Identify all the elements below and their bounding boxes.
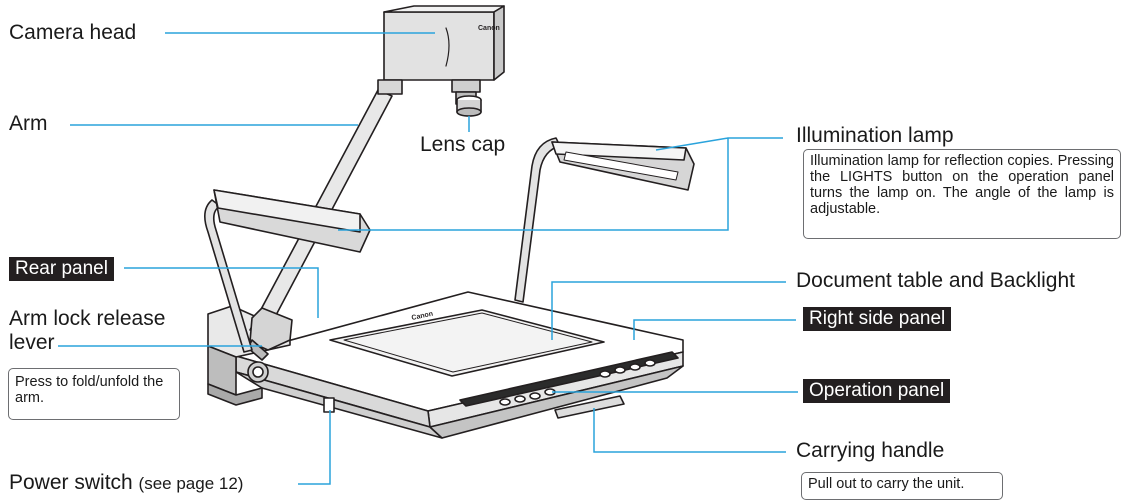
operation-panel-strip	[459, 351, 679, 407]
label-power-switch: Power switch (see page 12)	[9, 471, 243, 496]
label-arm-lock-release-lever: Arm lock release lever	[9, 307, 165, 355]
leader-document-table	[551, 281, 786, 340]
label-right-side-panel: Right side panel	[803, 307, 952, 331]
right-lamp-arm	[514, 137, 561, 303]
left-lamp-head	[213, 189, 371, 253]
note-carrying-handle: Pull out to carry the unit.	[801, 472, 1003, 500]
leader-rear-panel	[124, 267, 319, 318]
leader-illumination-lamp	[338, 137, 783, 231]
visualizer-device	[204, 5, 695, 439]
label-lens-cap: Lens cap	[420, 133, 506, 156]
left-lamp-arm	[204, 199, 269, 383]
label-carrying-handle: Carrying handle	[796, 439, 945, 462]
document-table-window	[329, 309, 605, 377]
label-illumination-lamp: Illumination lamp	[796, 124, 954, 147]
leader-right-side-panel	[633, 319, 796, 340]
label-camera-head: Camera head	[9, 21, 137, 44]
base-brand-text: Canon	[411, 311, 434, 322]
lens-cap-part	[456, 95, 482, 117]
label-power-switch-ref: (see page 12)	[138, 474, 244, 493]
leader-power-switch	[298, 410, 331, 485]
leader-lines	[58, 32, 798, 485]
note-arm-lock-release-lever: Press to fold/unfold the arm.	[8, 368, 180, 420]
camera-brand-text: Canon	[478, 25, 500, 32]
label-arm-lock-release-lever-line1: Arm lock release	[9, 307, 166, 330]
note-illumination-lamp: Illumination lamp for reflection copies.…	[803, 149, 1121, 239]
label-power-switch-text: Power switch	[9, 471, 133, 494]
power-switch-part	[323, 397, 335, 413]
leader-carrying-handle	[593, 408, 786, 453]
right-lamp-head	[551, 141, 695, 191]
label-arm-lock-release-lever-line2: lever	[9, 331, 55, 354]
label-rear-panel: Rear panel	[9, 257, 114, 281]
camera-head-part	[377, 5, 505, 105]
carrying-handle-part	[554, 395, 625, 419]
label-document-table: Document table and Backlight	[796, 269, 1075, 292]
label-arm: Arm	[9, 112, 48, 135]
label-operation-panel: Operation panel	[803, 379, 951, 403]
